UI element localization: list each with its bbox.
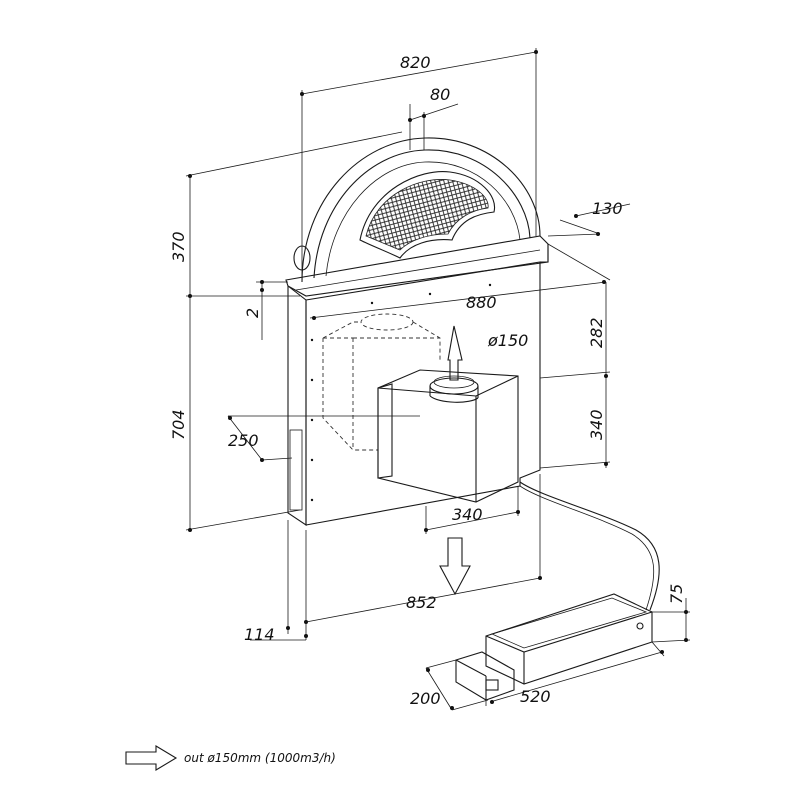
dim-base-width: 852 bbox=[406, 593, 437, 612]
dim-motor-unit-height: 75 bbox=[667, 584, 686, 604]
power-cable bbox=[519, 481, 660, 611]
dimension-lines bbox=[185, 48, 691, 711]
dim-overall-width: 820 bbox=[400, 53, 431, 72]
arch-dome bbox=[293, 137, 541, 283]
airflow-down-arrow bbox=[439, 537, 471, 596]
filter-grille bbox=[365, 179, 489, 251]
dim-motor-offset: 250 bbox=[228, 431, 259, 450]
dim-body-width: 880 bbox=[466, 293, 497, 312]
dim-motor-unit-length: 520 bbox=[520, 687, 551, 706]
dim-lower-height: 340 bbox=[587, 409, 606, 440]
airflow-up-arrow bbox=[447, 325, 463, 381]
dim-gap: 2 bbox=[243, 308, 262, 318]
dim-motor-unit-depth: 200 bbox=[410, 689, 441, 708]
legend: out ø150mm (1000m3/h) bbox=[125, 745, 336, 771]
remote-motor-unit bbox=[455, 593, 653, 701]
legend-text: out ø150mm (1000m3/h) bbox=[184, 751, 336, 765]
dim-motor-width: 340 bbox=[452, 505, 483, 524]
motor-box bbox=[377, 325, 519, 503]
dim-total-height: 704 bbox=[169, 409, 188, 440]
hidden-duct bbox=[322, 313, 441, 451]
dim-arch-height: 370 bbox=[169, 231, 188, 262]
dim-upper-height: 282 bbox=[587, 317, 606, 348]
dim-base-depth: 114 bbox=[244, 625, 275, 644]
dim-side-depth: 130 bbox=[592, 199, 623, 218]
dim-duct-diameter: ø150 bbox=[487, 331, 528, 350]
dim-outlet-offset: 80 bbox=[430, 85, 450, 104]
legend-arrow-icon bbox=[125, 745, 178, 771]
